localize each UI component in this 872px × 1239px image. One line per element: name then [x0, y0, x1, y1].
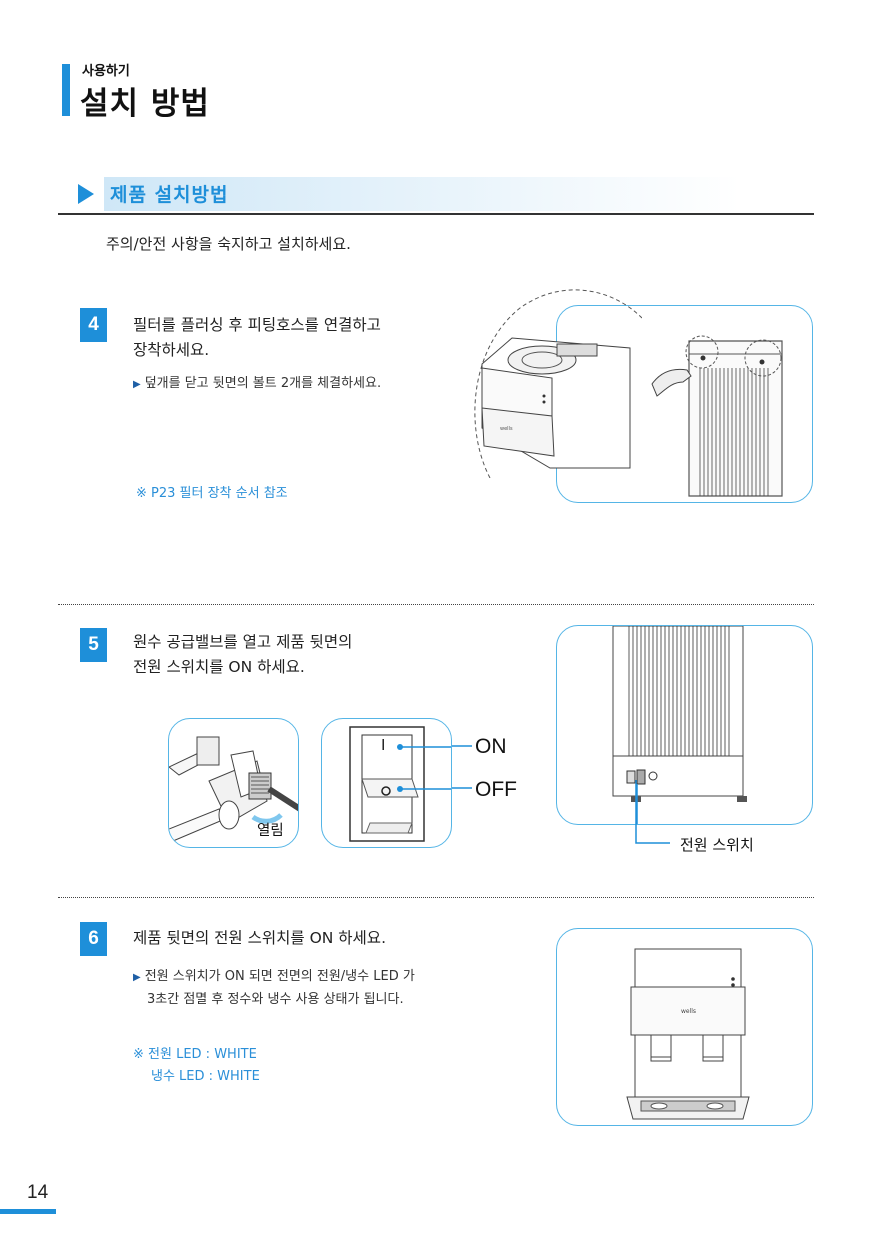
step-6-bullet-text-1: 전원 스위치가 ON 되면 전면의 전원/냉수 LED 가 — [144, 969, 415, 984]
step-6-bullet-line-1: ▶전원 스위치가 ON 되면 전면의 전원/냉수 LED 가 — [133, 966, 415, 989]
figure-brand-text: wells — [500, 426, 513, 432]
step-5-line-2: 전원 스위치를 ON 하세요. — [133, 658, 305, 676]
power-switch-figure: I — [321, 718, 452, 848]
step-6-text: 제품 뒷면의 전원 스위치를 ON 하세요. — [133, 926, 386, 951]
valve-figure: 열림 — [168, 718, 299, 848]
step-divider — [58, 604, 814, 605]
play-triangle-icon — [78, 184, 94, 204]
power-switch-callout-line — [635, 780, 670, 844]
rear-power-switch-illustration — [612, 626, 747, 824]
switch-on-label: ON — [475, 735, 507, 758]
section-label: 사용하기 — [82, 64, 130, 79]
rocker-switch-illustration — [349, 726, 451, 842]
bullet-triangle-icon: ▶ — [133, 972, 141, 983]
step-6-note: ※ 전원 LED : WHITE 냉수 LED : WHITE — [133, 1044, 260, 1088]
step-divider — [58, 897, 814, 898]
switch-on-symbol: I — [381, 737, 386, 754]
section-divider — [58, 213, 814, 215]
water-valve-illustration — [169, 736, 298, 842]
intro-text: 주의/안전 사항을 숙지하고 설치하세요. — [106, 235, 351, 253]
section-heading-band — [104, 177, 740, 211]
step-6-bullet: ▶전원 스위치가 ON 되면 전면의 전원/냉수 LED 가 3초간 점멸 후 … — [133, 966, 415, 1011]
step-6-front-figure: wells — [556, 928, 813, 1126]
page-number-underline — [0, 1209, 56, 1214]
rear-panel-illustration — [651, 335, 783, 497]
step-4-line-2: 장착하세요. — [133, 341, 210, 359]
step-number-badge: 5 — [80, 628, 107, 662]
step-4-rear-figure — [556, 305, 813, 503]
power-switch-label: 전원 스위치 — [680, 836, 754, 854]
step-4-bullet: ▶덮개를 닫고 뒷면의 볼트 2개를 체결하세요. — [133, 373, 381, 396]
front-led-illustration: wells — [626, 948, 750, 1120]
step-5-line-1: 원수 공급밸브를 열고 제품 뒷면의 — [133, 633, 353, 651]
step-4-bullet-text: 덮개를 닫고 뒷면의 볼트 2개를 체결하세요. — [144, 376, 382, 391]
step-number-badge: 4 — [80, 308, 107, 342]
step-6-bullet-line-2: 3초간 점멸 후 정수와 냉수 사용 상태가 됩니다. — [147, 992, 404, 1007]
step-4-top-figure: wells — [472, 278, 642, 478]
switch-callout-lines — [452, 745, 472, 789]
step-5-text: 원수 공급밸브를 열고 제품 뒷면의 전원 스위치를 ON 하세요. — [133, 630, 352, 680]
valve-open-label: 열림 — [257, 823, 284, 839]
header-accent-bar — [62, 64, 70, 116]
step-5-rear-figure — [556, 625, 813, 825]
step-number-badge: 6 — [80, 922, 107, 956]
page-number: 14 — [27, 1182, 49, 1203]
step-4-text: 필터를 플러싱 후 피팅호스를 연결하고 장착하세요. — [133, 313, 381, 363]
section-title: 제품 설치방법 — [110, 184, 229, 206]
filter-cover-illustration: wells — [474, 289, 642, 478]
page-title: 설치 방법 — [80, 86, 210, 122]
figure-brand-text: wells — [681, 1008, 696, 1015]
bullet-triangle-icon: ▶ — [133, 379, 141, 390]
step-6-line-1: 제품 뒷면의 전원 스위치를 ON 하세요. — [133, 929, 386, 947]
step-4-line-1: 필터를 플러싱 후 피팅호스를 연결하고 — [133, 316, 381, 334]
step-4-note: ※ P23 필터 장착 순서 참조 — [136, 486, 288, 501]
step-6-note-line-2: 냉수 LED : WHITE — [151, 1069, 260, 1084]
switch-off-label: OFF — [475, 778, 517, 801]
step-6-note-line-1: ※ 전원 LED : WHITE — [133, 1047, 257, 1062]
